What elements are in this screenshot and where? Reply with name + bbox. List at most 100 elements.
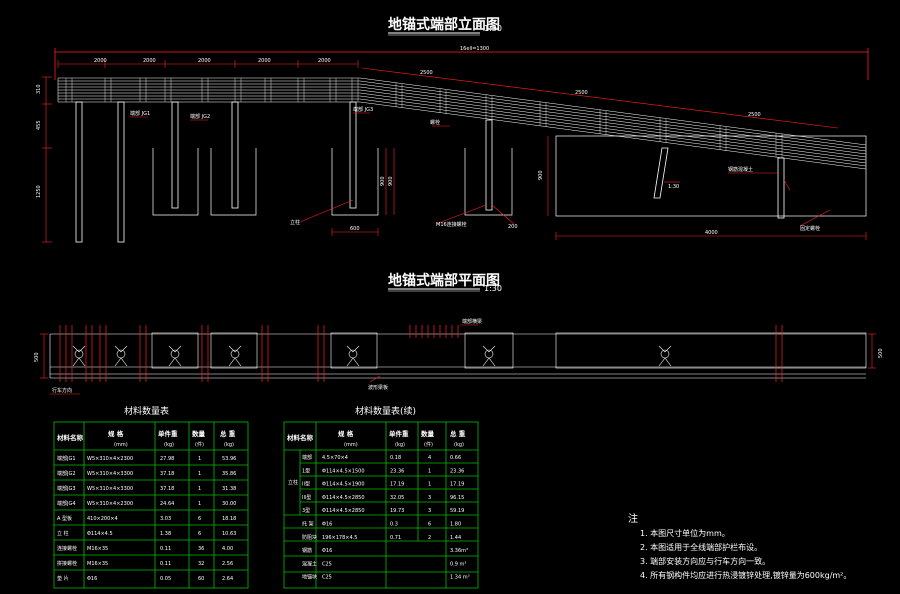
table-cell: 31.38: [222, 486, 236, 492]
t1-sh-spec: (mm): [114, 442, 128, 448]
table-cell: 53.96: [222, 456, 236, 462]
table-cell: 钢筋: [302, 547, 312, 554]
note-4: 4. 所有钢构件均应进行热浸镀锌处理,镀锌量为600kg/m²。: [640, 570, 851, 580]
table1-grid: [53, 421, 249, 589]
table-cell: 27.98: [160, 456, 174, 462]
table-cell: 24.64: [160, 501, 174, 507]
foot-dim-text: 600: [350, 226, 360, 232]
t2-h-total: 总 重: [450, 429, 466, 438]
table-cell: Φ16: [322, 522, 332, 528]
label-post-jg2: 端部 JG2: [190, 113, 210, 120]
table-cell: II型: [302, 481, 310, 488]
slope-dim-2: 2500: [575, 90, 588, 96]
slope-dimension-line: [361, 67, 839, 129]
t1-h-qty: 数量: [192, 429, 206, 438]
overall-dimension-line: [54, 48, 869, 80]
table-cell: 17.19: [450, 482, 464, 488]
label-fix-bolt: 固定螺栓: [800, 225, 820, 232]
t2-h-name: 材料名称: [286, 433, 314, 442]
table-cell: Φ114×4.5×2850: [322, 508, 365, 514]
seg-dim-5: 2000: [318, 58, 331, 64]
label-m16: M16连接螺栓: [436, 221, 467, 228]
label-concrete: 钢筋混凝土: [728, 166, 753, 173]
table-cell: W5×310×4×3300: [87, 471, 133, 477]
table-cell: 2: [428, 535, 431, 541]
table-cell: 0.71: [390, 535, 401, 541]
sloped-beam-bolt-ticks: [395, 83, 783, 158]
table-cell: W5×310×4×3300: [87, 486, 133, 492]
slope-dim-1: 2500: [420, 70, 433, 76]
foot-dimension-lines: [331, 136, 867, 240]
table-cell: 端部JG1: [57, 455, 76, 462]
t1-h-total: 总 重: [220, 429, 236, 438]
elevation-scale: 1:30: [484, 24, 502, 33]
sloped-guardrail-beam: [359, 77, 867, 170]
label-post: 立柱: [290, 219, 300, 226]
concrete-foundations: [152, 135, 867, 217]
left-dim-2: 455: [36, 120, 42, 130]
t1-sh-unit: (kg): [164, 442, 174, 448]
table-cell: 端部JG3: [57, 485, 76, 492]
table1-title: 材料数量表: [124, 405, 169, 417]
table-cell: Φ114×4.5×1900: [322, 482, 365, 488]
table-cell: 混凝土: [302, 560, 317, 567]
table-cell: 3型: [302, 507, 310, 514]
table-cell: 防阻块: [302, 534, 317, 541]
table-cell: Φ16: [322, 548, 332, 554]
table-cell: Φ114×4.5×2850: [322, 495, 365, 501]
table-cell: 0.18: [390, 455, 401, 461]
slope-dim-3: 2500: [748, 112, 761, 118]
table-cell: W5×310×4×2300: [87, 501, 133, 507]
table-cell: 1.34 m³: [450, 575, 470, 581]
t2-sh-qty: (件): [424, 441, 433, 448]
table-cell: W5×310×4×2300: [87, 456, 133, 462]
table-cell: 端部JG2: [57, 470, 76, 477]
table-cell: 18.18: [222, 516, 236, 522]
notes-block: 注 1. 本图尺寸单位为mm。 2. 本图适用于全线端部护栏布设。 3. 端部安…: [628, 512, 851, 580]
table-cell: 30.00: [222, 501, 236, 507]
table-cell: 1: [198, 501, 201, 507]
table-cell: 托 架: [302, 521, 314, 528]
table-cell: 3.36m³: [450, 548, 468, 554]
label-900-a: 900: [380, 176, 386, 186]
table-cell: M16×35: [87, 546, 108, 552]
table-cell: Φ114×4.5: [87, 531, 113, 537]
table-cell: 连接螺栓: [57, 545, 77, 552]
table-cell: 36: [198, 546, 204, 552]
material-table-2: 材料数量表(续) 材料名称 规 格 单件重 数量 总 重 (mm): [283, 405, 479, 589]
table-cell: Φ16: [87, 576, 97, 582]
table-cell: 4.5×70×4: [322, 455, 348, 461]
plan-dimension-lines: [40, 324, 876, 395]
left-dim-3: 1250: [36, 185, 42, 198]
table-cell: 1.80: [450, 522, 461, 528]
table-cell: 0.11: [160, 546, 171, 552]
table-cell: 1型: [302, 467, 310, 474]
table-cell: 端部JG4: [57, 500, 76, 507]
label-bolt: 螺栓: [430, 119, 440, 126]
bottom-dim-text: 4000: [705, 230, 718, 236]
plan-right-dim: 500: [878, 348, 884, 358]
t2-group-label: 立柱: [288, 479, 298, 486]
t2-h-unit: 单件重: [389, 429, 409, 438]
table-cell: 59.19: [450, 508, 464, 514]
plan-post-symbols: [72, 345, 672, 367]
table-cell: 4: [428, 455, 431, 461]
table-cell: Φ114×4.5×1500: [322, 468, 365, 474]
table-cell: 3.03: [160, 516, 171, 522]
annotation-leaders: [130, 112, 831, 227]
t1-sh-total: (kg): [224, 442, 234, 448]
table1-headers: 材料名称 规 格 单件重 数量 总 重 (mm) (kg) (件) (kg): [56, 429, 236, 448]
table-cell: 1.38: [160, 531, 171, 537]
right-block-height: 900: [538, 170, 544, 180]
table-cell: 6: [428, 522, 431, 528]
label-200: 200: [508, 224, 518, 230]
left-dimension-line: [42, 76, 52, 243]
t1-h-spec: 规 格: [108, 429, 124, 438]
table2-title: 材料数量表(续): [355, 405, 416, 417]
table-cell: 410×200×4: [87, 516, 118, 522]
plan-left-dim: 500: [34, 352, 40, 362]
seg-dim-4: 2000: [258, 58, 271, 64]
flat-guardrail-beam: [57, 77, 360, 103]
table-cell: 3: [428, 495, 431, 501]
